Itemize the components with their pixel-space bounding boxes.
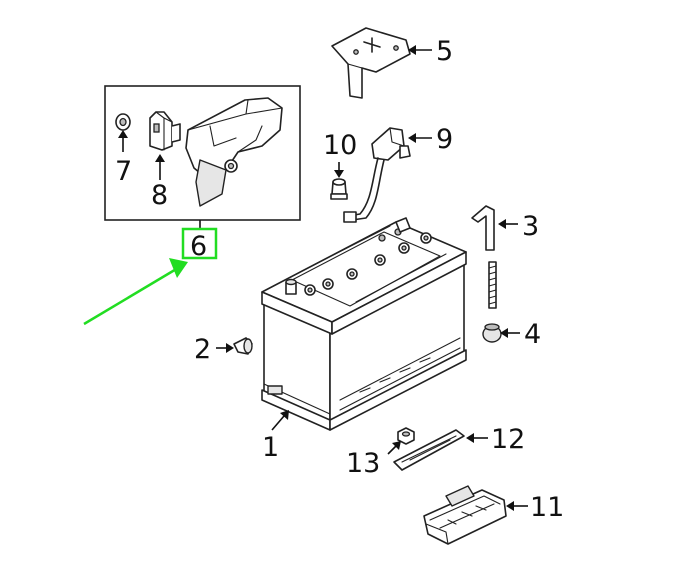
part-2-clip (216, 337, 253, 355)
part-6-cover (185, 97, 283, 207)
part-13-nut (387, 427, 415, 455)
detail-box-frame (104, 85, 301, 221)
part-12-bar (393, 429, 488, 471)
callout-6: 6 (190, 231, 207, 262)
callout-11: 11 (530, 492, 564, 523)
callout-13: 13 (346, 448, 380, 479)
part-11-tray (423, 485, 528, 545)
callout-5: 5 (436, 36, 453, 67)
highlight-arrow (83, 266, 179, 326)
callout-2: 2 (194, 334, 211, 365)
callout-3: 3 (522, 211, 539, 242)
part-6-detail-group (104, 85, 301, 230)
highlight-arrowhead (169, 258, 188, 278)
part-7-nut (115, 113, 131, 131)
callout-1: 1 (262, 432, 279, 463)
part-10-bolt (330, 162, 348, 200)
part-5-plate (331, 27, 432, 99)
leader-1 (271, 415, 285, 431)
callout-7: 7 (115, 156, 132, 187)
highlight-box (181, 227, 218, 260)
part-3-rod (471, 205, 518, 309)
callout-8: 8 (151, 180, 168, 211)
callout-12: 12 (491, 424, 525, 455)
callout-4: 4 (524, 319, 541, 350)
part-1-battery (261, 217, 467, 431)
part-9-cable (343, 127, 432, 223)
part-4-grommet (482, 323, 520, 343)
callout-9: 9 (436, 124, 453, 155)
part-8-clip (149, 111, 181, 151)
callout-10: 10 (323, 130, 357, 161)
